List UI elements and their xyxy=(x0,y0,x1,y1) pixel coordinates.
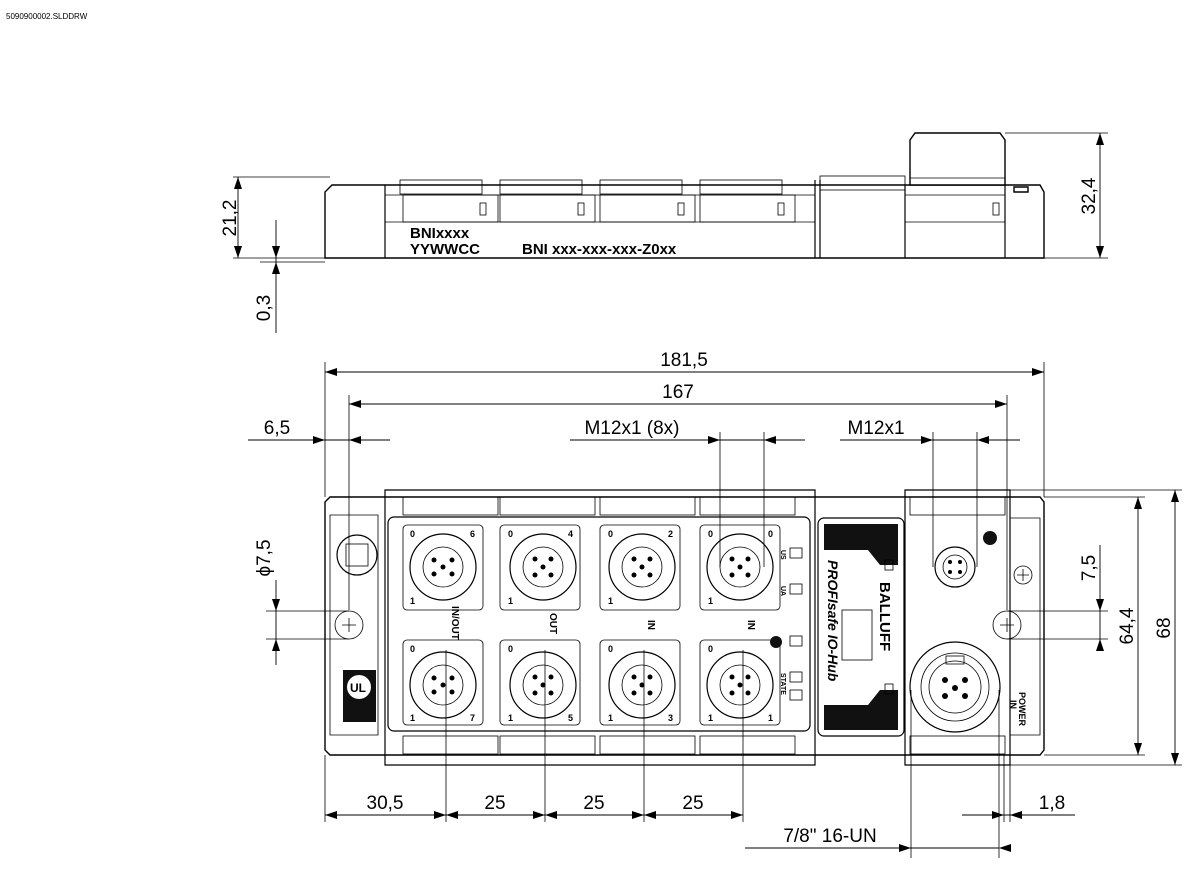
pin-number: 1 xyxy=(608,713,613,723)
aux-screw-icon xyxy=(983,531,997,545)
module-title: PROFIsafe IO-Hub xyxy=(825,560,841,682)
aux-connector xyxy=(934,546,976,588)
pin-number: 0 xyxy=(410,644,415,654)
file-label: 5090900002.SLDDRW xyxy=(6,12,88,21)
pin-number: 6 xyxy=(470,529,475,539)
dim-hole-height: 7,5 xyxy=(1079,555,1100,581)
led-label-state: STATE xyxy=(779,673,786,695)
pin-number: 1 xyxy=(708,713,713,723)
dim-power-thread: 7/8" 16-UN xyxy=(783,826,876,847)
front-dimensions: 181,5 167 6,5 M12x1 (8x) M12x1 ϕ7,5 xyxy=(248,350,1182,858)
port-connector xyxy=(409,533,774,719)
dim-port-pitch-2: 25 xyxy=(583,793,604,814)
pin-number: 4 xyxy=(568,529,573,539)
pin-number: 1 xyxy=(608,596,613,606)
dim-power-offset: 1,8 xyxy=(1039,793,1065,814)
dim-port-pitch-3: 25 xyxy=(682,793,703,814)
side-part-code: BNI xxx-xxx-xxx-Z0xx xyxy=(522,241,677,258)
pin-number: 1 xyxy=(508,596,513,606)
pin-number: 3 xyxy=(668,713,673,723)
dim-port-pitch-1: 25 xyxy=(484,793,505,814)
pin-number: 7 xyxy=(470,713,475,723)
dim-first-port-offset: 30,5 xyxy=(367,793,404,814)
side-marking-line1: BNIxxxx xyxy=(410,225,470,242)
pin-number: 5 xyxy=(568,713,573,723)
led-state-1 xyxy=(789,671,803,683)
pin-number: 0 xyxy=(708,529,713,539)
pin-number: 1 xyxy=(508,713,513,723)
dim-side-gap: 0,3 xyxy=(254,295,275,321)
pin-number: 0 xyxy=(608,529,613,539)
power-label-2: IN xyxy=(1008,700,1018,709)
earth-symbol-icon xyxy=(1013,565,1033,585)
dim-hole-diameter: ϕ7,5 xyxy=(254,539,275,576)
led-us xyxy=(789,547,803,559)
led-label-ua: UA xyxy=(779,586,786,596)
dim-overall-height: 68 xyxy=(1154,617,1175,638)
port-label-inout: IN/OUT xyxy=(449,606,460,640)
port-label-in-b: IN xyxy=(745,620,756,630)
port-frames xyxy=(402,524,781,726)
dim-side-height: 21,2 xyxy=(220,200,241,237)
side-marking-line2: YYWWCC xyxy=(410,241,480,258)
dim-aux-thread: M12x1 xyxy=(847,418,904,439)
power-label-1: POWER xyxy=(1017,692,1027,727)
dim-port-thread: M12x1 (8x) xyxy=(584,418,679,439)
side-view: BNIxxxx YYWWCC BNI xxx-xxx-xxx-Z0xx 21,2… xyxy=(220,132,1108,333)
led-state-2 xyxy=(789,689,803,701)
led-label-us: US xyxy=(779,550,786,560)
pin-number: 0 xyxy=(608,644,613,654)
pin-number: 0 xyxy=(508,529,513,539)
pin-number: 0 xyxy=(410,529,415,539)
dim-side-total-height: 32,4 xyxy=(1079,177,1100,214)
connector-pins xyxy=(431,556,751,696)
pin-number: 0 xyxy=(708,644,713,654)
ul-mark: UL xyxy=(350,681,366,695)
identification-label-icon xyxy=(336,534,378,576)
io-hub-module xyxy=(817,517,905,737)
dim-inner-height: 64,4 xyxy=(1117,607,1138,644)
led-1 xyxy=(789,635,803,647)
ground-screw-icon xyxy=(770,636,782,648)
pin-number: 2 xyxy=(668,529,673,539)
front-view: 0 6 0 4 0 2 0 0 1 1 1 1 0 0 0 0 1 7 1 5 … xyxy=(324,489,1045,766)
pin-number: 1 xyxy=(708,596,713,606)
pin-number: 0 xyxy=(508,644,513,654)
port-label-out: OUT xyxy=(547,613,558,634)
pin-number: 1 xyxy=(768,713,773,723)
pin-number: 1 xyxy=(410,596,415,606)
dim-overall-length: 181,5 xyxy=(660,350,708,371)
pin-number: 1 xyxy=(410,713,415,723)
led-ua xyxy=(789,583,803,595)
port-label-in-a: IN xyxy=(645,620,656,630)
dim-hole-offset: 6,5 xyxy=(264,418,290,439)
brand-logo: BALLUFF xyxy=(876,582,893,651)
pin-number: 0 xyxy=(768,529,773,539)
dim-hole-spacing: 167 xyxy=(662,382,694,403)
power-connector xyxy=(909,641,1001,733)
